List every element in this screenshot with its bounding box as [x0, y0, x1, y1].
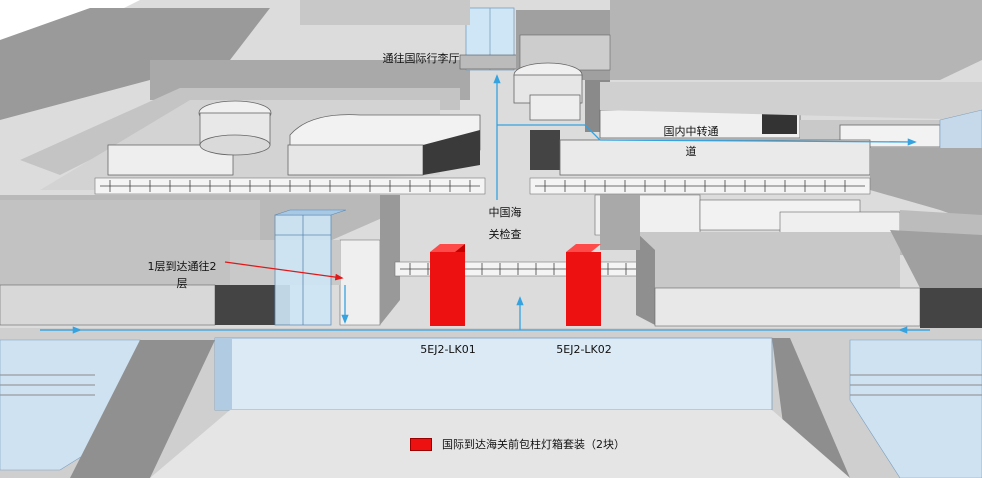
- lightbox-lk01: [430, 244, 465, 326]
- label-lk01: 5EJ2-LK01: [420, 343, 476, 356]
- lightbox-lk02: [566, 244, 601, 326]
- label-floor1-to-floor2: 1层到达通往2层: [147, 260, 217, 290]
- label-lk02: 5EJ2-LK02: [556, 343, 612, 356]
- label-intl-baggage: 通往国际行李厅: [382, 52, 460, 65]
- legend-swatch: [410, 437, 432, 451]
- security-gates: [100, 180, 865, 192]
- label-domestic-transfer: 国内中转通道: [663, 125, 719, 158]
- legend-text: 国际到达海关前包柱灯箱套装（2块）: [442, 438, 625, 451]
- label-customs: 中国海关检查: [488, 206, 522, 241]
- legend: 国际到达海关前包柱灯箱套装（2块）: [410, 436, 625, 452]
